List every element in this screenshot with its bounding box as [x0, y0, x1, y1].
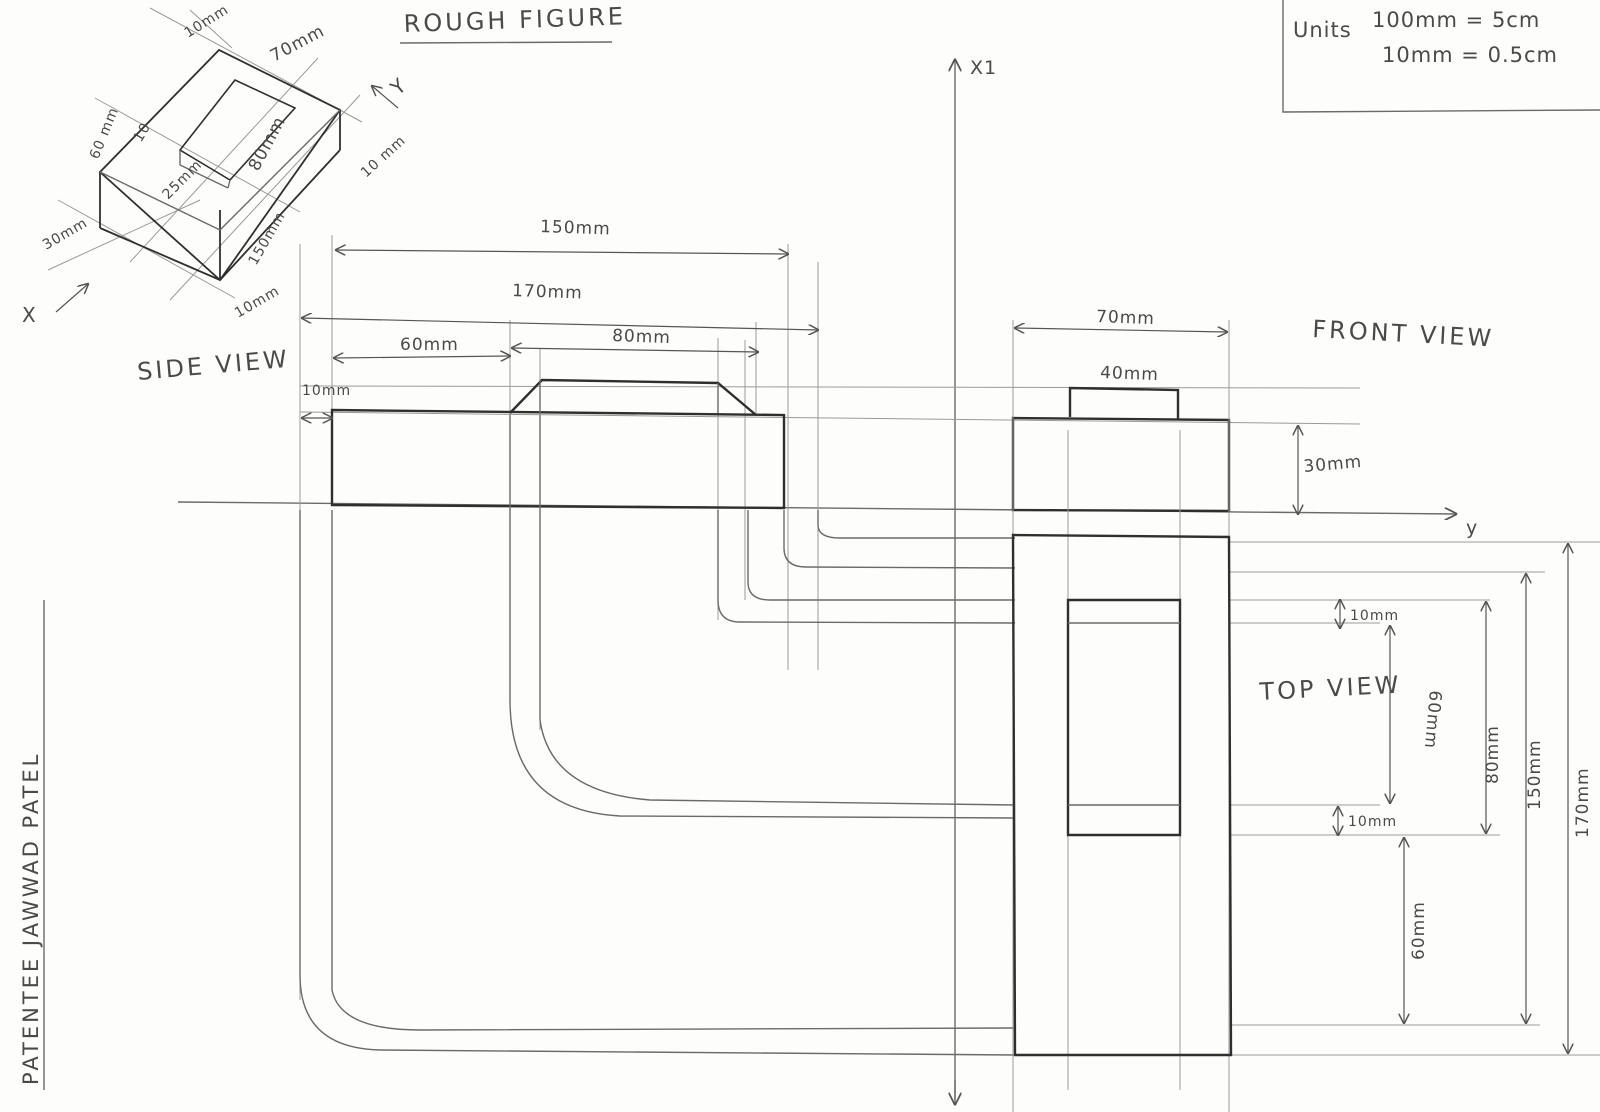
- units-box: Units 100mm = 5cm 10mm = 0.5cm: [1282, 0, 1600, 113]
- top-dim-60-b: 60mm: [1409, 901, 1429, 960]
- author-block: PATENTEE JAWWAD PATEL: [19, 600, 45, 1090]
- iso-dim-10-top: 10mm: [182, 2, 232, 42]
- axis-y-label: y: [1466, 517, 1478, 539]
- iso-x-arrow: [55, 284, 88, 313]
- top-view-title: TOP VIEW: [1258, 671, 1402, 706]
- units-line-1: 100mm = 5cm: [1372, 8, 1540, 32]
- front-view: FRONT VIEW 70mm 40mm 30mm: [1011, 307, 1495, 1112]
- side-dim-80: 80mm: [612, 326, 671, 348]
- iso-dim-10-bottom: 10mm: [232, 283, 283, 321]
- iso-dim-10-right: 10 mm: [358, 133, 409, 181]
- front-view-title: FRONT VIEW: [1312, 315, 1495, 352]
- iso-dim-30: 30mm: [40, 215, 91, 253]
- horizontal-axis-y: [177, 501, 1456, 514]
- front-dim-30: 30mm: [1303, 452, 1363, 477]
- author-name: PATENTEE JAWWAD PATEL: [19, 752, 43, 1085]
- top-dim-10-a: 10mm: [1350, 608, 1399, 624]
- rough-figure-title: ROUGH FIGURE: [403, 2, 626, 38]
- iso-y-arrow: [372, 86, 399, 109]
- side-dim-60: 60mm: [400, 335, 459, 355]
- reference-axes: X1 y: [177, 57, 1478, 1104]
- top-dim-170: 170mm: [1573, 767, 1593, 838]
- units-heading: Units: [1293, 18, 1352, 42]
- iso-dim-10-mid: 10: [131, 120, 155, 145]
- rough-figure: ROUGH FIGURE 10mm 70mm 60 mm 10 80mm 25m…: [22, 2, 626, 327]
- side-dim-10: 10mm: [302, 383, 351, 399]
- side-view: SIDE VIEW 150mm 170mm 60mm 80mm 10mm: [136, 217, 1361, 1056]
- iso-dim-80: 80mm: [245, 113, 290, 174]
- iso-dim-150: 150mm: [246, 209, 289, 268]
- top-view: TOP VIEW 10mm 60mm 80mm 150mm 170mm 10mm…: [1011, 533, 1600, 1057]
- top-dim-150: 150mm: [1525, 739, 1545, 810]
- iso-x-label: X: [22, 303, 37, 327]
- iso-dim-70: 70mm: [267, 21, 328, 66]
- top-dim-80: 80mm: [1483, 725, 1503, 784]
- iso-dim-60: 60 mm: [87, 105, 122, 162]
- side-dim-170: 170mm: [512, 281, 583, 303]
- side-view-title: SIDE VIEW: [136, 345, 291, 386]
- side-dim-150: 150mm: [540, 217, 611, 239]
- units-line-2: 10mm = 0.5cm: [1382, 43, 1558, 67]
- iso-dim-25: 25mm: [160, 157, 206, 203]
- front-dim-70: 70mm: [1096, 307, 1155, 329]
- front-dim-40: 40mm: [1100, 363, 1159, 385]
- top-dim-60-a: 60mm: [1420, 690, 1445, 750]
- top-dim-10-b: 10mm: [1348, 814, 1397, 830]
- iso-y-label: Y: [385, 73, 411, 101]
- axis-x1-label: X1: [970, 57, 997, 79]
